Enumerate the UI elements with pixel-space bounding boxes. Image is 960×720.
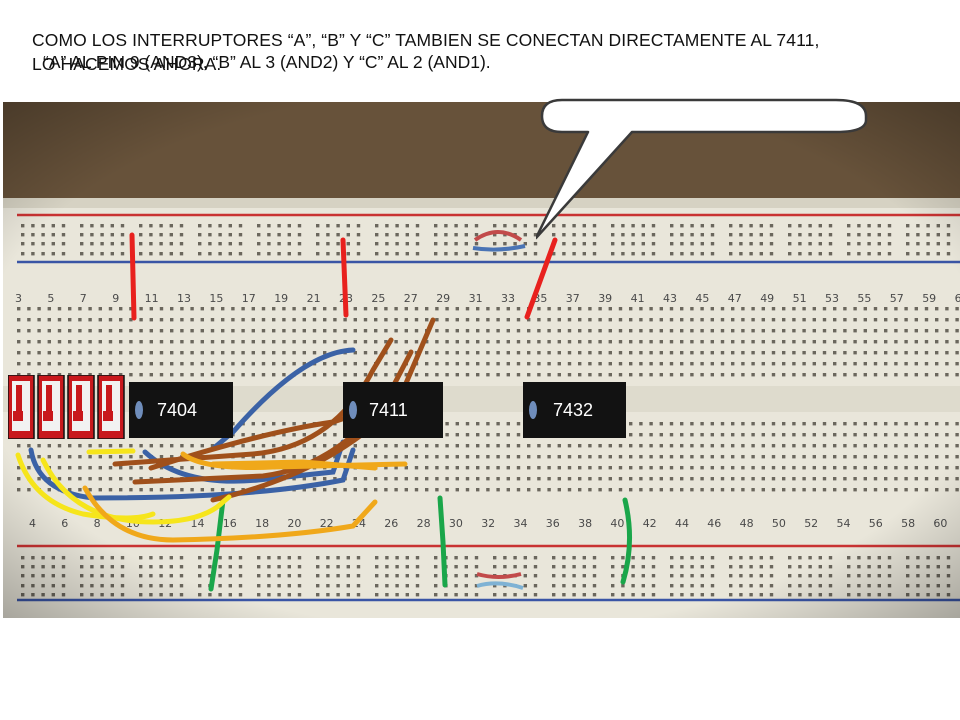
breadboard-photo: 3579111315171921232527293133353739414345… [3,102,960,618]
chip-7411: 7411 [343,382,443,438]
chip-7411-label: 7411 [369,399,408,420]
pin-instruction-text: “A” AL PIN 9 (AND3), “B” AL 3 (AND2) Y “… [43,52,491,72]
dip-switch[interactable] [37,375,65,439]
chip-notch-icon [135,401,143,419]
dip-switch-bank [8,375,125,439]
chip-7404-label: 7404 [157,399,198,420]
dip-switch[interactable] [97,375,125,439]
speech-callout [536,98,868,240]
slide-title: COMO LOS INTERRUPTORES “A”, “B” Y “C” TA… [32,28,942,76]
dip-switch[interactable] [67,375,95,439]
title-line-2: LO HACEMOS AHORA. [32,54,222,74]
chip-notch-icon [349,401,357,419]
title-line-1: COMO LOS INTERRUPTORES “A”, “B” Y “C” TA… [32,30,820,50]
chip-7404: 7404 [129,382,233,438]
chip-7432-label: 7432 [553,399,594,420]
chip-7432: 7432 [523,382,626,438]
chip-notch-icon [529,401,537,419]
dip-switch[interactable] [8,375,35,439]
